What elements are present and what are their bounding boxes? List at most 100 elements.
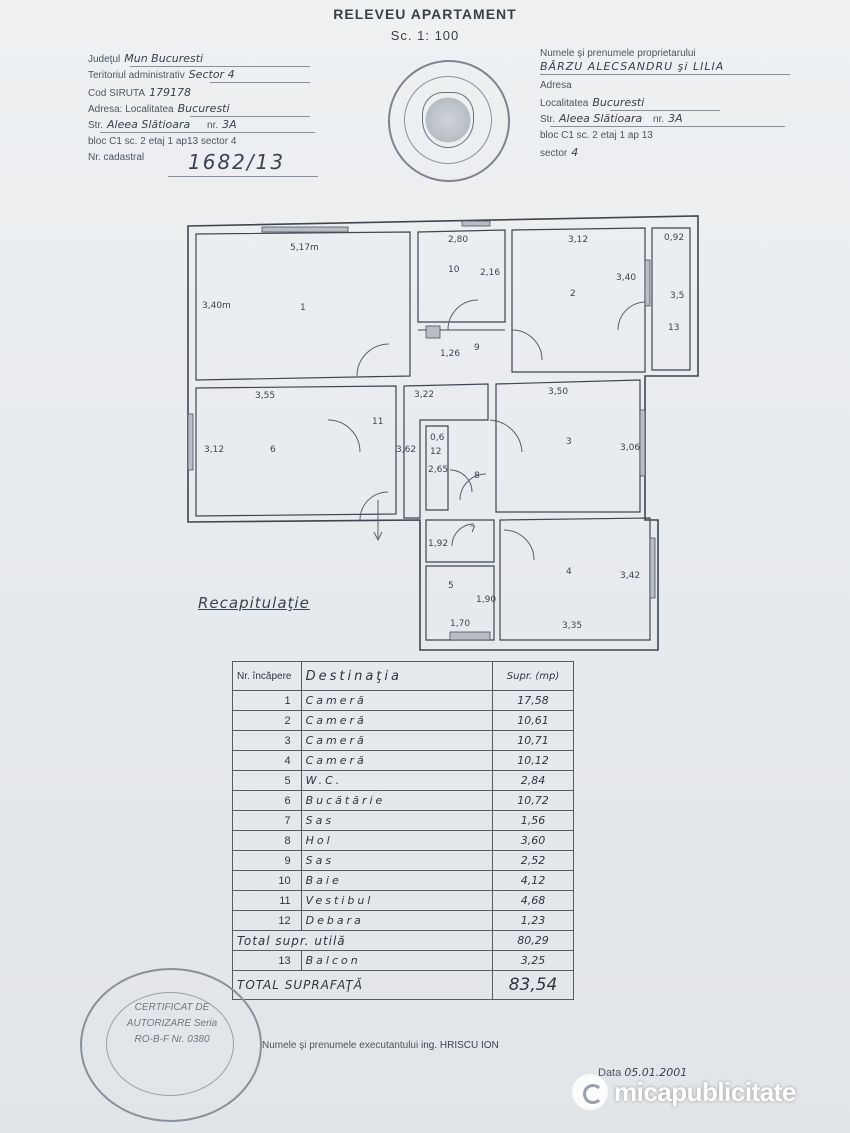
right-adresa-label: Adresa — [540, 80, 572, 91]
grand-total-label: TOTAL SUPRAFAŢĂ — [231, 970, 494, 1000]
row-surface: 1,23 — [492, 910, 574, 931]
balcony-number: 13 — [232, 950, 302, 971]
closet12-number: 12 — [430, 447, 441, 457]
date-line: Data 05.01.2001 — [598, 1066, 688, 1079]
row-surface: 17,58 — [492, 690, 574, 711]
row-destination: Cameră — [300, 690, 494, 711]
row-destination: Sas — [300, 850, 494, 871]
plan-walls — [187, 215, 699, 651]
vestibul-width: 3,22 — [414, 390, 434, 400]
room4-number: 4 — [566, 567, 572, 577]
coat-of-arms-icon — [422, 92, 474, 148]
row-destination: Baie — [300, 870, 494, 891]
room6-height: 3,12 — [204, 445, 224, 455]
room10-height: 2,16 — [480, 268, 500, 278]
owner-label: Numele şi prenumele proprietarului — [540, 48, 696, 59]
judet-underline — [130, 66, 310, 67]
row-surface: 10,61 — [492, 710, 574, 731]
row-surface: 10,12 — [492, 750, 574, 771]
strada-underline — [100, 132, 315, 133]
cadastral-number: 1682/13 — [188, 150, 286, 174]
row-number: 12 — [232, 910, 302, 931]
row-surface: 2,52 — [492, 850, 574, 871]
room6-width: 3,55 — [255, 391, 275, 401]
row-destination: Hol — [300, 830, 494, 851]
row-destination: Vestibul — [300, 890, 494, 911]
header-surface: Supr. (mp) — [492, 661, 574, 691]
balcony-number: 13 — [668, 323, 679, 333]
hall7-number: 7 — [470, 525, 476, 535]
row-number: 6 — [232, 790, 302, 811]
watermark-text: micapublicitate — [614, 1076, 796, 1107]
hol8-height: 2,65 — [428, 465, 448, 475]
bloc-line: bloc C1 sc. 2 etaj 1 ap13 sector 4 — [88, 136, 237, 147]
wc-number: 5 — [448, 581, 454, 591]
room2-number: 2 — [570, 289, 576, 299]
document-scale: Sc. 1: 100 — [390, 28, 460, 43]
room1-number: 1 — [300, 303, 306, 313]
hol8-number: 8 — [474, 471, 480, 481]
header-room-number: Nr. încăpere — [232, 661, 302, 691]
executor-line: Numele şi prenumele executantului ing. H… — [262, 1040, 499, 1051]
row-number: 7 — [232, 810, 302, 831]
watermark-logo-icon — [572, 1074, 608, 1110]
hall9-number: 9 — [474, 343, 480, 353]
floor-plan: 5,17m 3,40m 1 2,80 2,16 10 3,12 3,40 2 0… — [187, 215, 699, 651]
wc-height: 1,90 — [476, 595, 496, 605]
right-bloc-line: bloc C1 sc. 2 etaj 1 ap 13 — [540, 130, 653, 141]
room4-width: 3,35 — [562, 621, 582, 631]
row-surface: 4,12 — [492, 870, 574, 891]
row-number: 5 — [232, 770, 302, 791]
row-number: 2 — [232, 710, 302, 731]
row-destination: Bucătărie — [300, 790, 494, 811]
balcony-destination: Balcon — [300, 950, 494, 971]
row-number: 9 — [232, 850, 302, 871]
owner-underline — [540, 74, 790, 75]
row-number: 8 — [232, 830, 302, 851]
row-number: 10 — [232, 870, 302, 891]
strada-line: Str.Aleea Slătioara nr.3A — [88, 118, 237, 131]
total-util-label: Total supr. utilă — [231, 930, 494, 951]
row-surface: 1,56 — [492, 810, 574, 831]
balcony-width: 0,92 — [664, 233, 684, 243]
room1-height: 3,40m — [202, 301, 231, 311]
official-seal-top — [388, 60, 510, 182]
row-surface: 2,84 — [492, 770, 574, 791]
row-number: 3 — [232, 730, 302, 751]
certificate-stamp: CERTIFICAT DE AUTORIZARE Seria RO-B-F Nr… — [80, 968, 262, 1122]
cadastral-underline — [168, 176, 318, 177]
teritoriu-underline — [210, 82, 310, 83]
certificate-stamp-text: CERTIFICAT DE AUTORIZARE Seria RO-B-F Nr… — [126, 1002, 218, 1045]
cadastral-label: Nr. cadastral — [88, 152, 145, 163]
row-surface: 10,72 — [492, 790, 574, 811]
hall9-width: 1,26 — [440, 349, 460, 359]
room2-height: 3,40 — [616, 273, 636, 283]
vestibul-number: 11 — [372, 417, 383, 427]
room6-number: 6 — [270, 445, 276, 455]
balcony-height: 3,5 — [670, 291, 684, 301]
room2-width: 3,12 — [568, 235, 588, 245]
grand-total-value: 83,54 — [492, 970, 574, 1000]
row-number: 4 — [232, 750, 302, 771]
adresa-underline — [190, 116, 310, 117]
right-strada-line: Str.Aleea Slătioara nr.3A — [540, 112, 683, 125]
closet12-width: 0,6 — [430, 433, 445, 443]
vestibul-height: 3,62 — [396, 445, 416, 455]
